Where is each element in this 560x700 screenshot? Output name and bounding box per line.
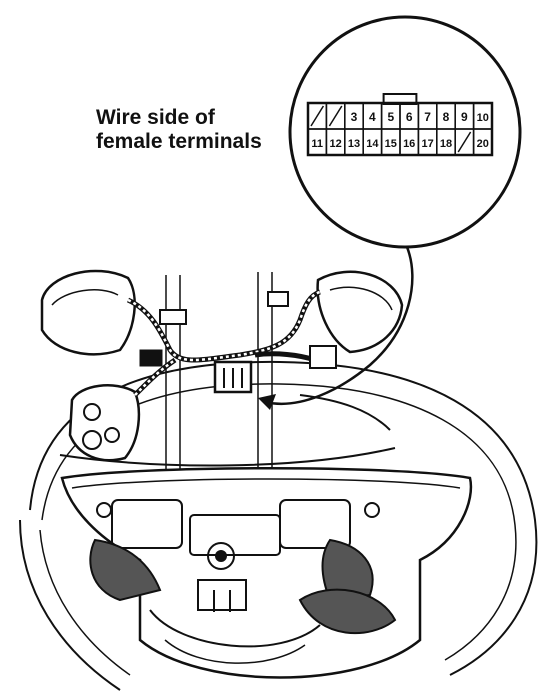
bolt-hole-left [96,502,112,518]
harness-branch-right [254,351,316,363]
bolt-hole-right [364,502,380,518]
connector-terminal-number: 15 [385,138,397,150]
harness-connector-top [159,309,187,325]
connector-terminal-number: 16 [403,138,415,150]
connector-terminal-number: 9 [461,110,468,124]
connector-terminal-number: 6 [406,110,413,124]
wheel-rim-left-lower [19,519,121,691]
lower-spoke-arc [149,609,321,648]
spoke-trim-left [89,538,162,602]
hub-lower-plate [197,579,247,611]
caption-line-1: Wire side of [96,106,215,129]
connector-cell-empty-mark [457,131,472,153]
airbag-cover-edge [71,478,461,489]
connector-terminal-number: 14 [366,138,379,150]
harness-main-wrap [127,290,321,362]
switch-button-1 [83,403,101,421]
wheel-rim-left-inner [39,529,131,676]
connector-terminal-number: 7 [424,110,431,124]
connector-terminal-number: 4 [369,110,376,124]
hub-bracket-left [111,499,183,549]
lower-spoke-arc-inner [164,639,306,664]
switch-button-2 [82,430,102,450]
harness-connector-right [309,345,337,369]
connector-terminal-number: 17 [421,138,433,150]
switch-panel-lower-left [68,384,141,462]
harness-branch-left-wrap [134,358,176,396]
trim-arc [59,447,396,467]
connector-terminal-number: 20 [477,138,489,150]
harness-connector-left [139,349,163,367]
leader-line [264,246,414,405]
connector-terminal-number: 10 [477,112,489,124]
switch-panel-upper-right-edge [329,286,393,311]
hub-center-nut [207,542,235,570]
connector-caption: Wire side of female terminals [96,106,262,154]
spoke-trim-right [321,538,374,602]
switch-panel-upper-left-edge [51,289,119,306]
hub-center-nut-core [215,550,227,562]
caption-line-2: female terminals [96,130,262,153]
switch-button-3 [104,427,120,443]
harness-connector-upper-right [267,291,289,307]
curved-arrow-icon [258,394,276,410]
connector-terminal-number: 18 [440,138,452,150]
connector-terminal-number: 5 [387,110,394,124]
connector-terminal-number: 8 [443,110,450,124]
connector-terminal-number: 11 [311,138,323,150]
connector-cell-empty-mark [328,105,343,127]
switch-panel-upper-right [316,270,404,354]
connector-terminal-number: 13 [348,138,360,150]
connector-cell-empty-mark [310,105,325,127]
trim-arc-right [299,394,391,431]
hub-center-block [189,514,281,556]
detail-circle [288,15,522,249]
lower-switch-right [298,588,397,635]
connector-terminal-number: 12 [329,138,341,150]
connector-cell [472,128,493,156]
switch-panel-upper-left [40,269,136,356]
connector-terminal-number: 3 [351,110,358,124]
